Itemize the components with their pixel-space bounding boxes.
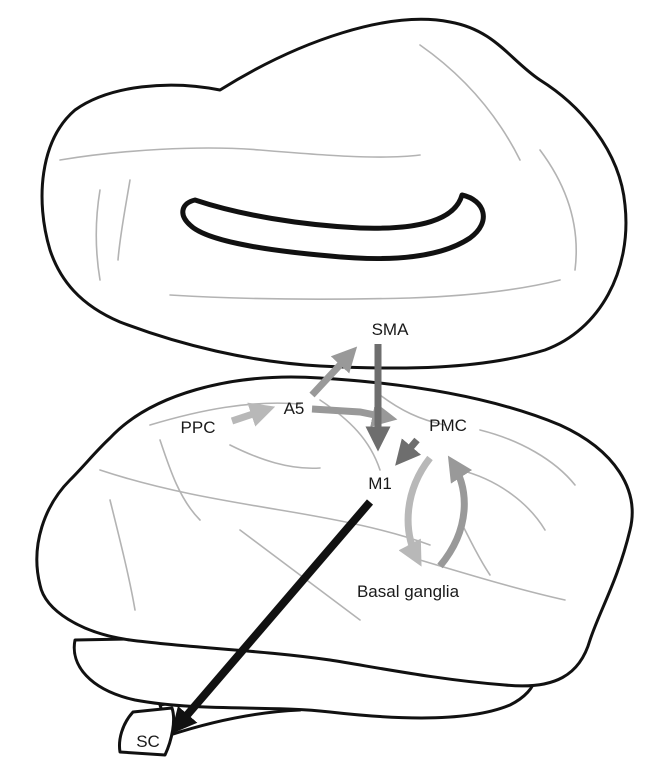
label-pmc: PMC (429, 416, 467, 435)
label-a5: A5 (284, 399, 305, 418)
medial-hemisphere-outline (42, 19, 626, 368)
label-sc: SC (136, 732, 160, 751)
label-m1: M1 (368, 474, 392, 493)
lateral-hemisphere-outline (37, 377, 632, 686)
label-basal-ganglia: Basal ganglia (357, 582, 460, 601)
label-ppc: PPC (181, 418, 216, 437)
label-sma: SMA (372, 320, 410, 339)
